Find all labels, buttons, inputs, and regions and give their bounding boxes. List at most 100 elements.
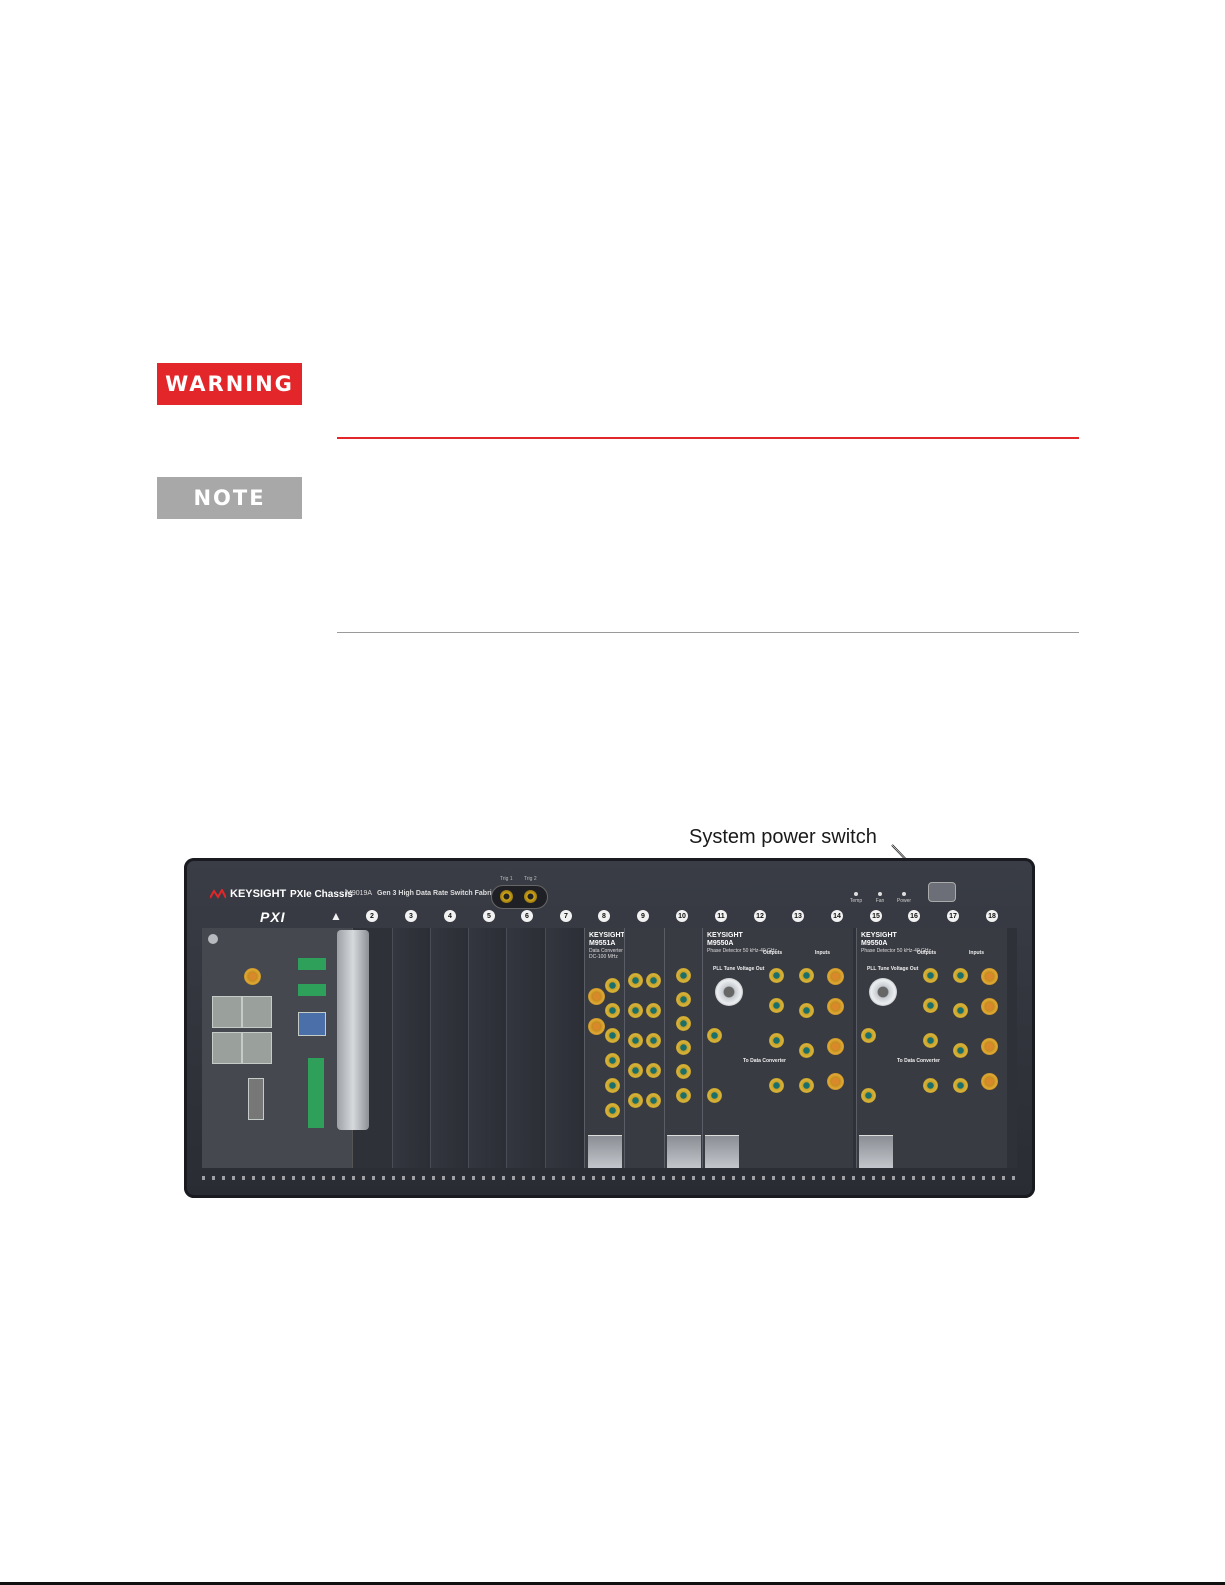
coax-connector[interactable]	[769, 1033, 784, 1048]
serial-port[interactable]	[248, 1078, 264, 1120]
warning-rule	[337, 437, 1079, 439]
coax-connector[interactable]	[628, 1063, 643, 1078]
slot-number: 15	[870, 910, 882, 922]
coax-connector[interactable]	[588, 988, 605, 1005]
coax-connector[interactable]	[676, 1088, 691, 1103]
blank-slot-panel	[430, 928, 469, 1168]
coax-connector[interactable]	[707, 1028, 722, 1043]
coax-connector[interactable]	[605, 978, 620, 993]
ethernet-port[interactable]	[212, 996, 242, 1028]
coax-connector[interactable]	[628, 973, 643, 988]
coax-connector[interactable]	[953, 1003, 968, 1018]
slot-number: 11	[715, 910, 727, 922]
coax-connector[interactable]	[827, 1038, 844, 1055]
coax-connector[interactable]	[981, 968, 998, 985]
coax-connector[interactable]	[799, 1078, 814, 1093]
chassis-model: M9019A	[346, 890, 373, 897]
coax-connector[interactable]	[981, 1073, 998, 1090]
coax-connector[interactable]	[646, 1003, 661, 1018]
to-data-converter-label: To Data Converter	[897, 1058, 940, 1064]
keysight-logo: KEYSIGHT	[210, 888, 286, 900]
fan-led: Fan	[870, 892, 890, 904]
coax-connector[interactable]	[605, 1028, 620, 1043]
coax-connector[interactable]	[923, 1033, 938, 1048]
coax-connector[interactable]	[827, 968, 844, 985]
usb-port-block[interactable]	[298, 1012, 326, 1036]
pll-tune-label: PLL Tune Voltage Out	[713, 966, 765, 972]
coax-connector[interactable]	[646, 1033, 661, 1048]
to-data-converter-label: To Data Converter	[743, 1058, 786, 1064]
pll-tune-connector[interactable]	[869, 978, 897, 1006]
coax-connector[interactable]	[628, 1093, 643, 1108]
coax-connector[interactable]	[769, 998, 784, 1013]
usb-port-block[interactable]	[242, 996, 272, 1028]
coax-connector[interactable]	[244, 968, 261, 985]
chassis-title: PXIe Chassis	[290, 889, 353, 900]
slot-number: 9	[637, 910, 649, 922]
coax-connector[interactable]	[827, 1073, 844, 1090]
coax-connector[interactable]	[605, 1053, 620, 1068]
coax-connector[interactable]	[676, 1016, 691, 1031]
ejector-handle[interactable]	[337, 930, 369, 1130]
trig-1-connector[interactable]	[500, 890, 513, 903]
coax-connector[interactable]	[646, 1063, 661, 1078]
trig-2-connector[interactable]	[524, 890, 537, 903]
coax-connector[interactable]	[861, 1088, 876, 1103]
coax-connector[interactable]	[981, 1038, 998, 1055]
coax-connector[interactable]	[799, 1003, 814, 1018]
module-latch[interactable]	[588, 1135, 622, 1168]
coax-connector[interactable]	[676, 992, 691, 1007]
coax-connector[interactable]	[953, 1078, 968, 1093]
coax-connector[interactable]	[923, 998, 938, 1013]
coax-connector[interactable]	[953, 1043, 968, 1058]
coax-connector[interactable]	[628, 1033, 643, 1048]
coax-connector[interactable]	[646, 1093, 661, 1108]
coax-connector[interactable]	[707, 1088, 722, 1103]
coax-connector[interactable]	[861, 1028, 876, 1043]
trig-1-label: Trig 1	[500, 876, 513, 882]
coax-connector[interactable]	[953, 968, 968, 983]
module-latch[interactable]	[705, 1135, 739, 1168]
module-latch[interactable]	[667, 1135, 701, 1168]
note-label: NOTE	[157, 477, 302, 519]
display-port[interactable]	[308, 1058, 324, 1128]
pll-tune-connector[interactable]	[715, 978, 743, 1006]
chassis-fabric: Gen 3 High Data Rate Switch Fabric	[377, 890, 496, 897]
inputs-label: Inputs	[969, 950, 984, 956]
coax-connector[interactable]	[923, 1078, 938, 1093]
coax-connector[interactable]	[605, 1103, 620, 1118]
coax-connector[interactable]	[769, 968, 784, 983]
coax-connector[interactable]	[799, 1043, 814, 1058]
green-latch[interactable]	[298, 958, 326, 970]
green-latch[interactable]	[298, 984, 326, 996]
slot-number: 6	[521, 910, 533, 922]
slot-number: 3	[405, 910, 417, 922]
module-latch[interactable]	[859, 1135, 893, 1168]
system-power-switch[interactable]	[928, 882, 956, 902]
usb-port-block[interactable]	[242, 1032, 272, 1064]
coax-connector[interactable]	[769, 1078, 784, 1093]
inputs-label: Inputs	[815, 950, 830, 956]
coax-connector[interactable]	[646, 973, 661, 988]
slot-number: 12	[754, 910, 766, 922]
temp-led: Temp	[846, 892, 866, 904]
coax-connector[interactable]	[923, 968, 938, 983]
coax-connector[interactable]	[827, 998, 844, 1015]
coax-connector[interactable]	[676, 968, 691, 983]
coax-connector[interactable]	[588, 1018, 605, 1035]
pll-tune-label: PLL Tune Voltage Out	[867, 966, 919, 972]
coax-connector[interactable]	[676, 1064, 691, 1079]
coax-connector[interactable]	[981, 998, 998, 1015]
coax-connector[interactable]	[605, 1078, 620, 1093]
slot-number: 14	[831, 910, 843, 922]
ethernet-port[interactable]	[212, 1032, 242, 1064]
coax-connector[interactable]	[676, 1040, 691, 1055]
coax-connector[interactable]	[628, 1003, 643, 1018]
slot-number: 18	[986, 910, 998, 922]
coax-connector[interactable]	[799, 968, 814, 983]
slot-number: 16	[908, 910, 920, 922]
outputs-label: Outputs	[917, 950, 937, 956]
coax-connector[interactable]	[605, 1003, 620, 1018]
